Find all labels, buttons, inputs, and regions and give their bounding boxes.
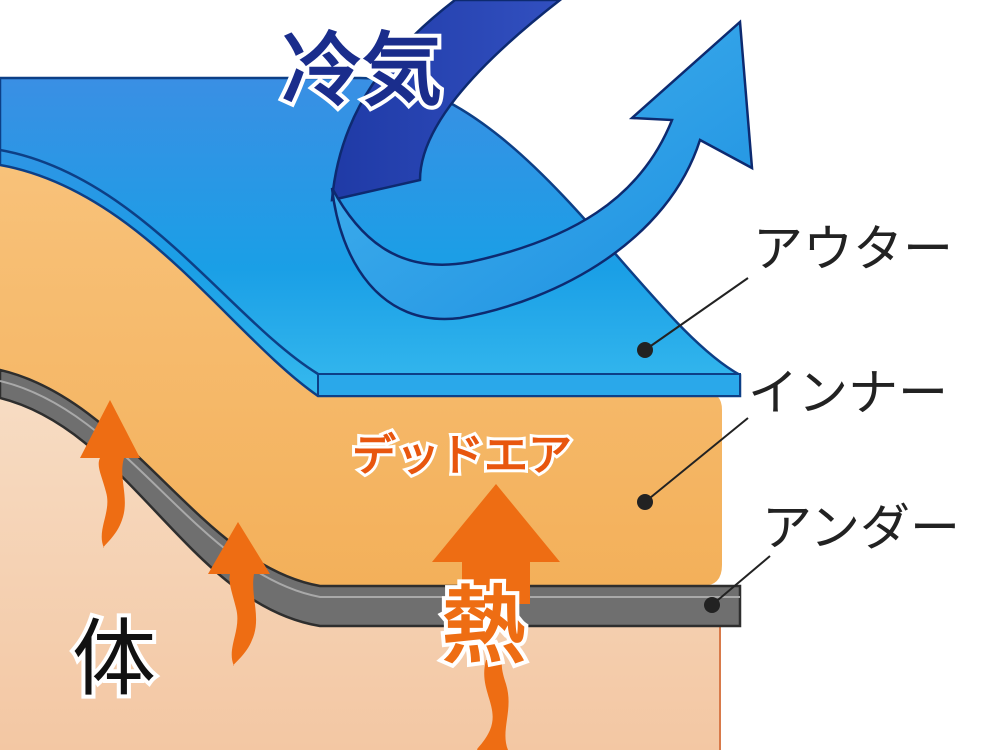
- outer-layer-top-edge: [0, 148, 319, 376]
- heat-arrow-middle: [208, 522, 270, 666]
- inner-label: インナー: [748, 364, 948, 422]
- body-region: [0, 395, 720, 750]
- callout-under: [704, 555, 771, 613]
- heat-label: 熱: [442, 577, 526, 675]
- under-layer-highlight: [0, 380, 740, 598]
- callout-outer: [637, 277, 749, 358]
- heat-arrow-center: [432, 484, 560, 750]
- body-label: 体: [72, 610, 156, 708]
- callout-inner: [637, 417, 749, 510]
- outer-layer-front-edge: [317, 373, 741, 397]
- under-label: アンダー: [762, 499, 960, 557]
- dead-air-label: デッドエア: [352, 430, 572, 481]
- cold-air-arrow-light: [330, 19, 754, 321]
- cold-air-label: 冷気: [282, 24, 442, 117]
- cold-air-arrow-dark: [330, 0, 563, 202]
- heat-arrow-left: [80, 400, 140, 548]
- outer-label: アウター: [753, 220, 953, 278]
